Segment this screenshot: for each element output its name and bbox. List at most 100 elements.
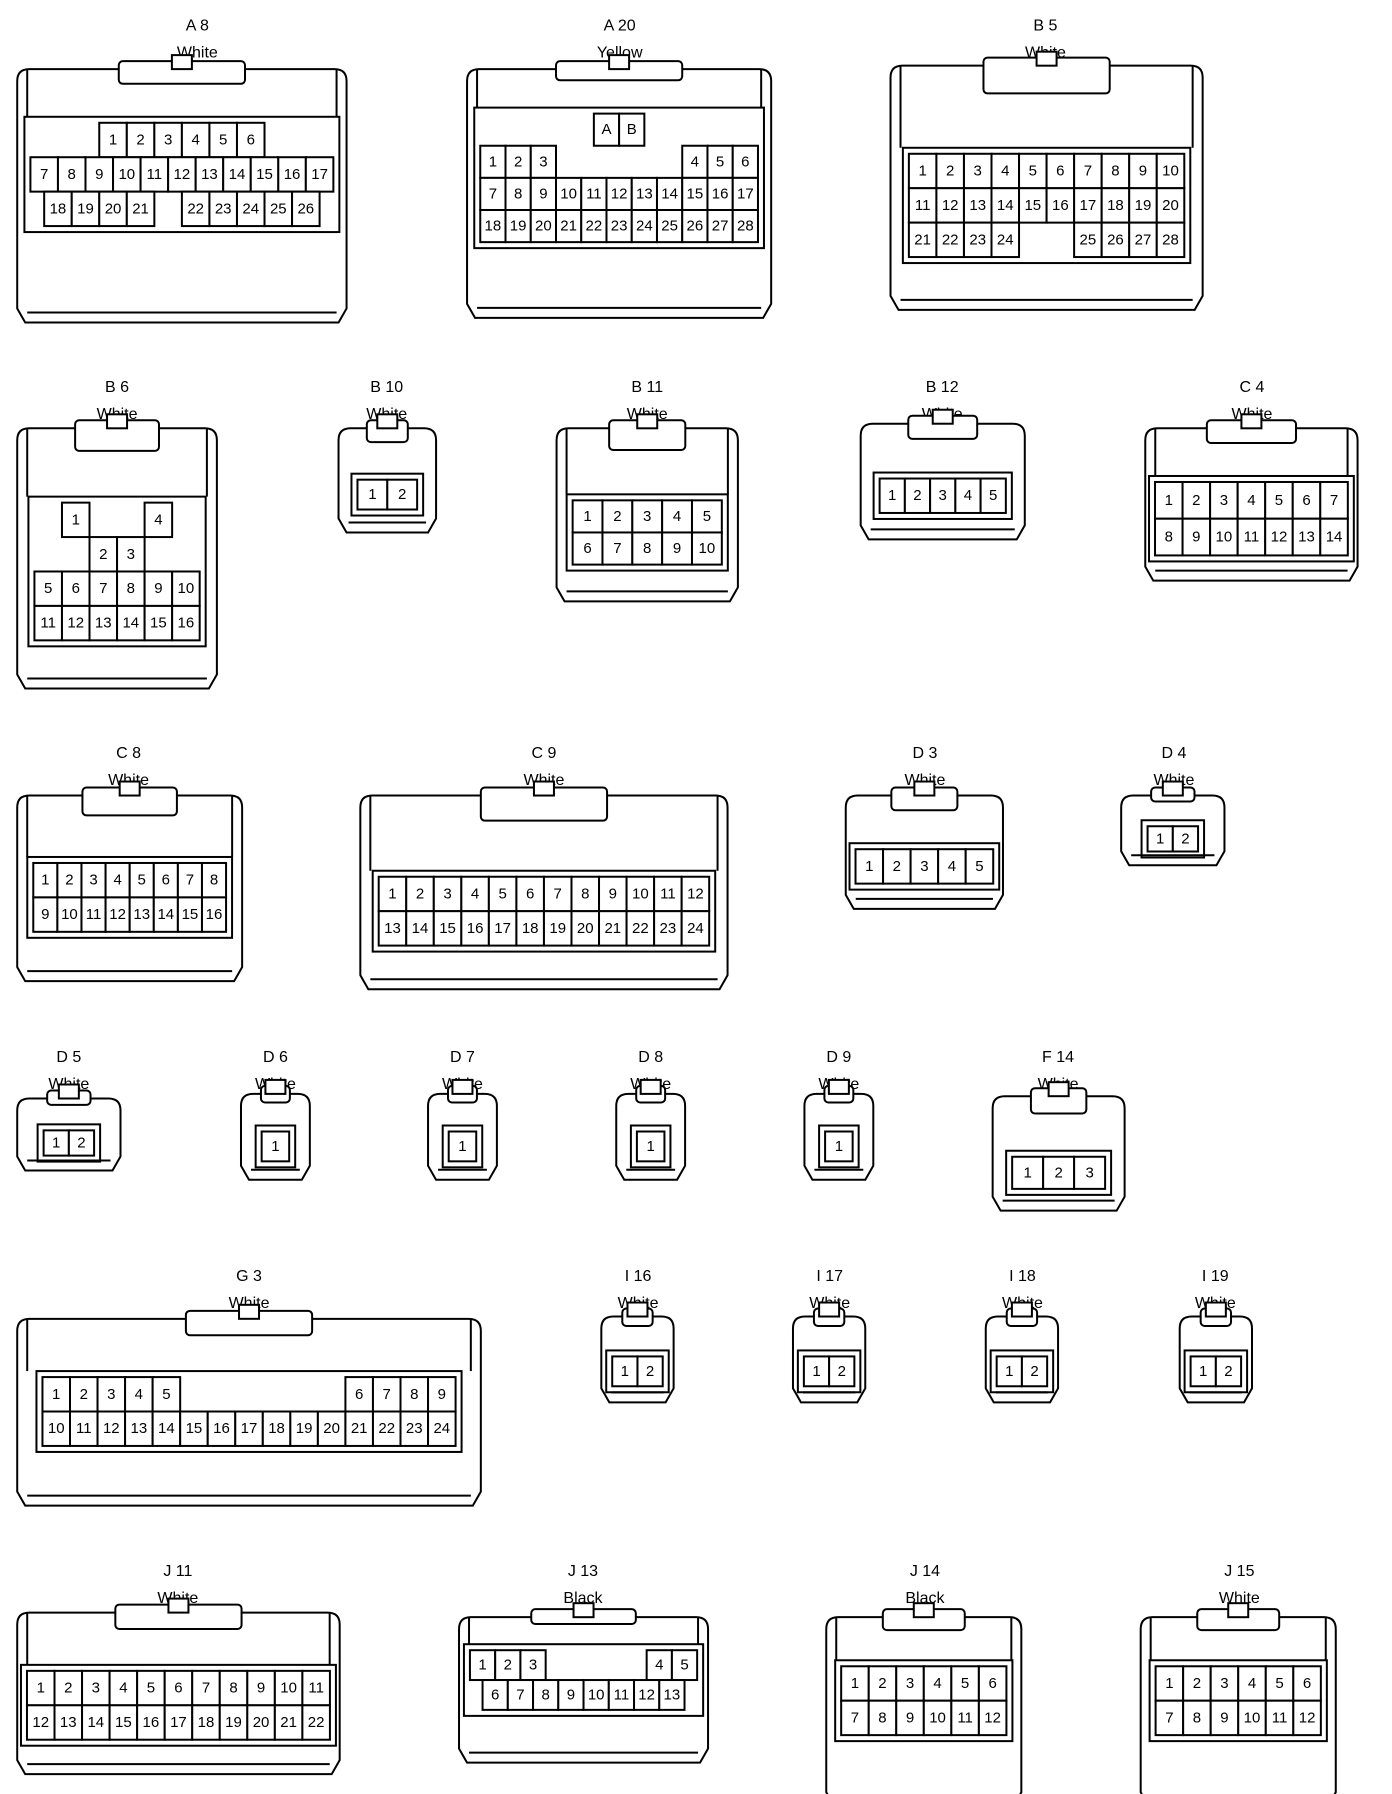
pin-number: 10 [118, 166, 135, 183]
pin-number: 1 [478, 1657, 486, 1674]
pin-number: 23 [611, 218, 628, 235]
cavity-frame [629, 1124, 672, 1169]
pin-cell [291, 190, 321, 228]
pin-cell [618, 112, 646, 147]
cavity-frame [901, 146, 1192, 265]
pin-number: 9 [609, 885, 617, 902]
pin-number: 1 [72, 511, 80, 528]
pin-cell [316, 1410, 347, 1447]
pin-number: 6 [526, 885, 534, 902]
pin-number: 4 [113, 872, 121, 889]
connector-f14: F 14White123 [991, 1049, 1126, 1212]
lock-tab [376, 413, 399, 430]
pin-number: 22 [942, 231, 959, 248]
pin-number: 1 [812, 1363, 820, 1380]
pin-cell [386, 478, 419, 511]
cavity-frame [1148, 1659, 1328, 1743]
pin-number: 20 [577, 920, 594, 937]
pin-number: 1 [918, 162, 926, 179]
pin-number: 6 [355, 1386, 363, 1403]
pin-cell [680, 910, 711, 947]
pin-cell [824, 1130, 854, 1163]
pin-number: 10 [1244, 1709, 1261, 1726]
pin-cell [460, 910, 490, 947]
pin-number: 1 [368, 486, 376, 503]
pin-number: 25 [270, 200, 287, 217]
pin-number: 22 [632, 920, 649, 937]
pin-number: 9 [41, 906, 49, 923]
pin-cell [104, 896, 131, 933]
pin-number: 15 [256, 166, 273, 183]
pin-number: 5 [1275, 492, 1283, 509]
pin-number: 8 [1111, 162, 1119, 179]
pin-number: 8 [127, 580, 135, 597]
pin-number: 8 [68, 166, 76, 183]
pin-number: 3 [107, 1386, 115, 1403]
cavity-frame [473, 106, 765, 250]
pin-number: 1 [458, 1138, 466, 1155]
pin-number: 6 [247, 132, 255, 149]
pin-number: 18 [522, 920, 539, 937]
pin-number: 1 [888, 487, 896, 504]
pin-number: 21 [132, 200, 149, 217]
pin-number: 17 [170, 1714, 187, 1731]
pin-number: 10 [560, 185, 577, 202]
connector-i19: I 19White12 [1178, 1268, 1253, 1404]
lock-tab [636, 413, 659, 430]
pin-number: 5 [162, 1386, 170, 1403]
pin-number: 13 [131, 1420, 148, 1437]
lock-tab [238, 1303, 261, 1320]
pin-number: 27 [712, 218, 729, 235]
pin-number: 16 [284, 166, 301, 183]
pin-cell [32, 896, 59, 933]
pin-cell [937, 848, 967, 885]
pin-number: 8 [210, 872, 218, 889]
connector-i18: I 18White12 [984, 1268, 1060, 1404]
pin-number: 17 [1080, 197, 1097, 214]
pin-number: 3 [89, 872, 97, 889]
pin-number: 20 [253, 1714, 270, 1731]
pin-number: 4 [1001, 162, 1009, 179]
pin-number: 8 [581, 885, 589, 902]
pin-cell [907, 187, 938, 224]
pin-cell [661, 531, 693, 566]
lock-tab [170, 54, 193, 71]
pin-number: 7 [383, 1386, 391, 1403]
cavity-frame [872, 471, 1013, 520]
pin-number: 12 [109, 906, 126, 923]
pin-number: 2 [838, 1363, 846, 1380]
pin-number: 11 [1244, 529, 1260, 546]
lock-tab [931, 408, 954, 425]
pin-number: 16 [143, 1714, 160, 1731]
pin-number: 7 [516, 1686, 524, 1703]
connector-id: I 17 [816, 1268, 843, 1285]
pin-number: 13 [664, 1686, 681, 1703]
pin-number: 27 [1135, 231, 1152, 248]
pin-cell [481, 1679, 509, 1711]
pin-number: 16 [712, 185, 729, 202]
pin-number: 14 [87, 1714, 104, 1731]
pin-number: 7 [851, 1709, 859, 1726]
pin-number: 12 [32, 1714, 49, 1731]
pin-cell [1045, 152, 1076, 190]
pin-cell [630, 176, 658, 212]
pin-number: 3 [92, 1680, 100, 1697]
pin-number: 4 [1248, 1675, 1256, 1692]
lock-tab [572, 1602, 595, 1619]
pin-cell [260, 1130, 291, 1163]
connector-b12: B 12White12345 [859, 379, 1026, 541]
lock-tab [264, 1078, 287, 1095]
pin-number: 11 [76, 1420, 92, 1437]
pin-number: 3 [920, 858, 928, 875]
lock-tab [451, 1078, 474, 1095]
pin-number: 3 [127, 546, 135, 563]
pin-number: 4 [1247, 492, 1255, 509]
pin-number: 14 [122, 615, 139, 632]
pin-number: 2 [65, 872, 73, 889]
pin-cell [81, 1704, 111, 1741]
pin-number: 13 [201, 166, 218, 183]
pin-cell [977, 1699, 1008, 1737]
